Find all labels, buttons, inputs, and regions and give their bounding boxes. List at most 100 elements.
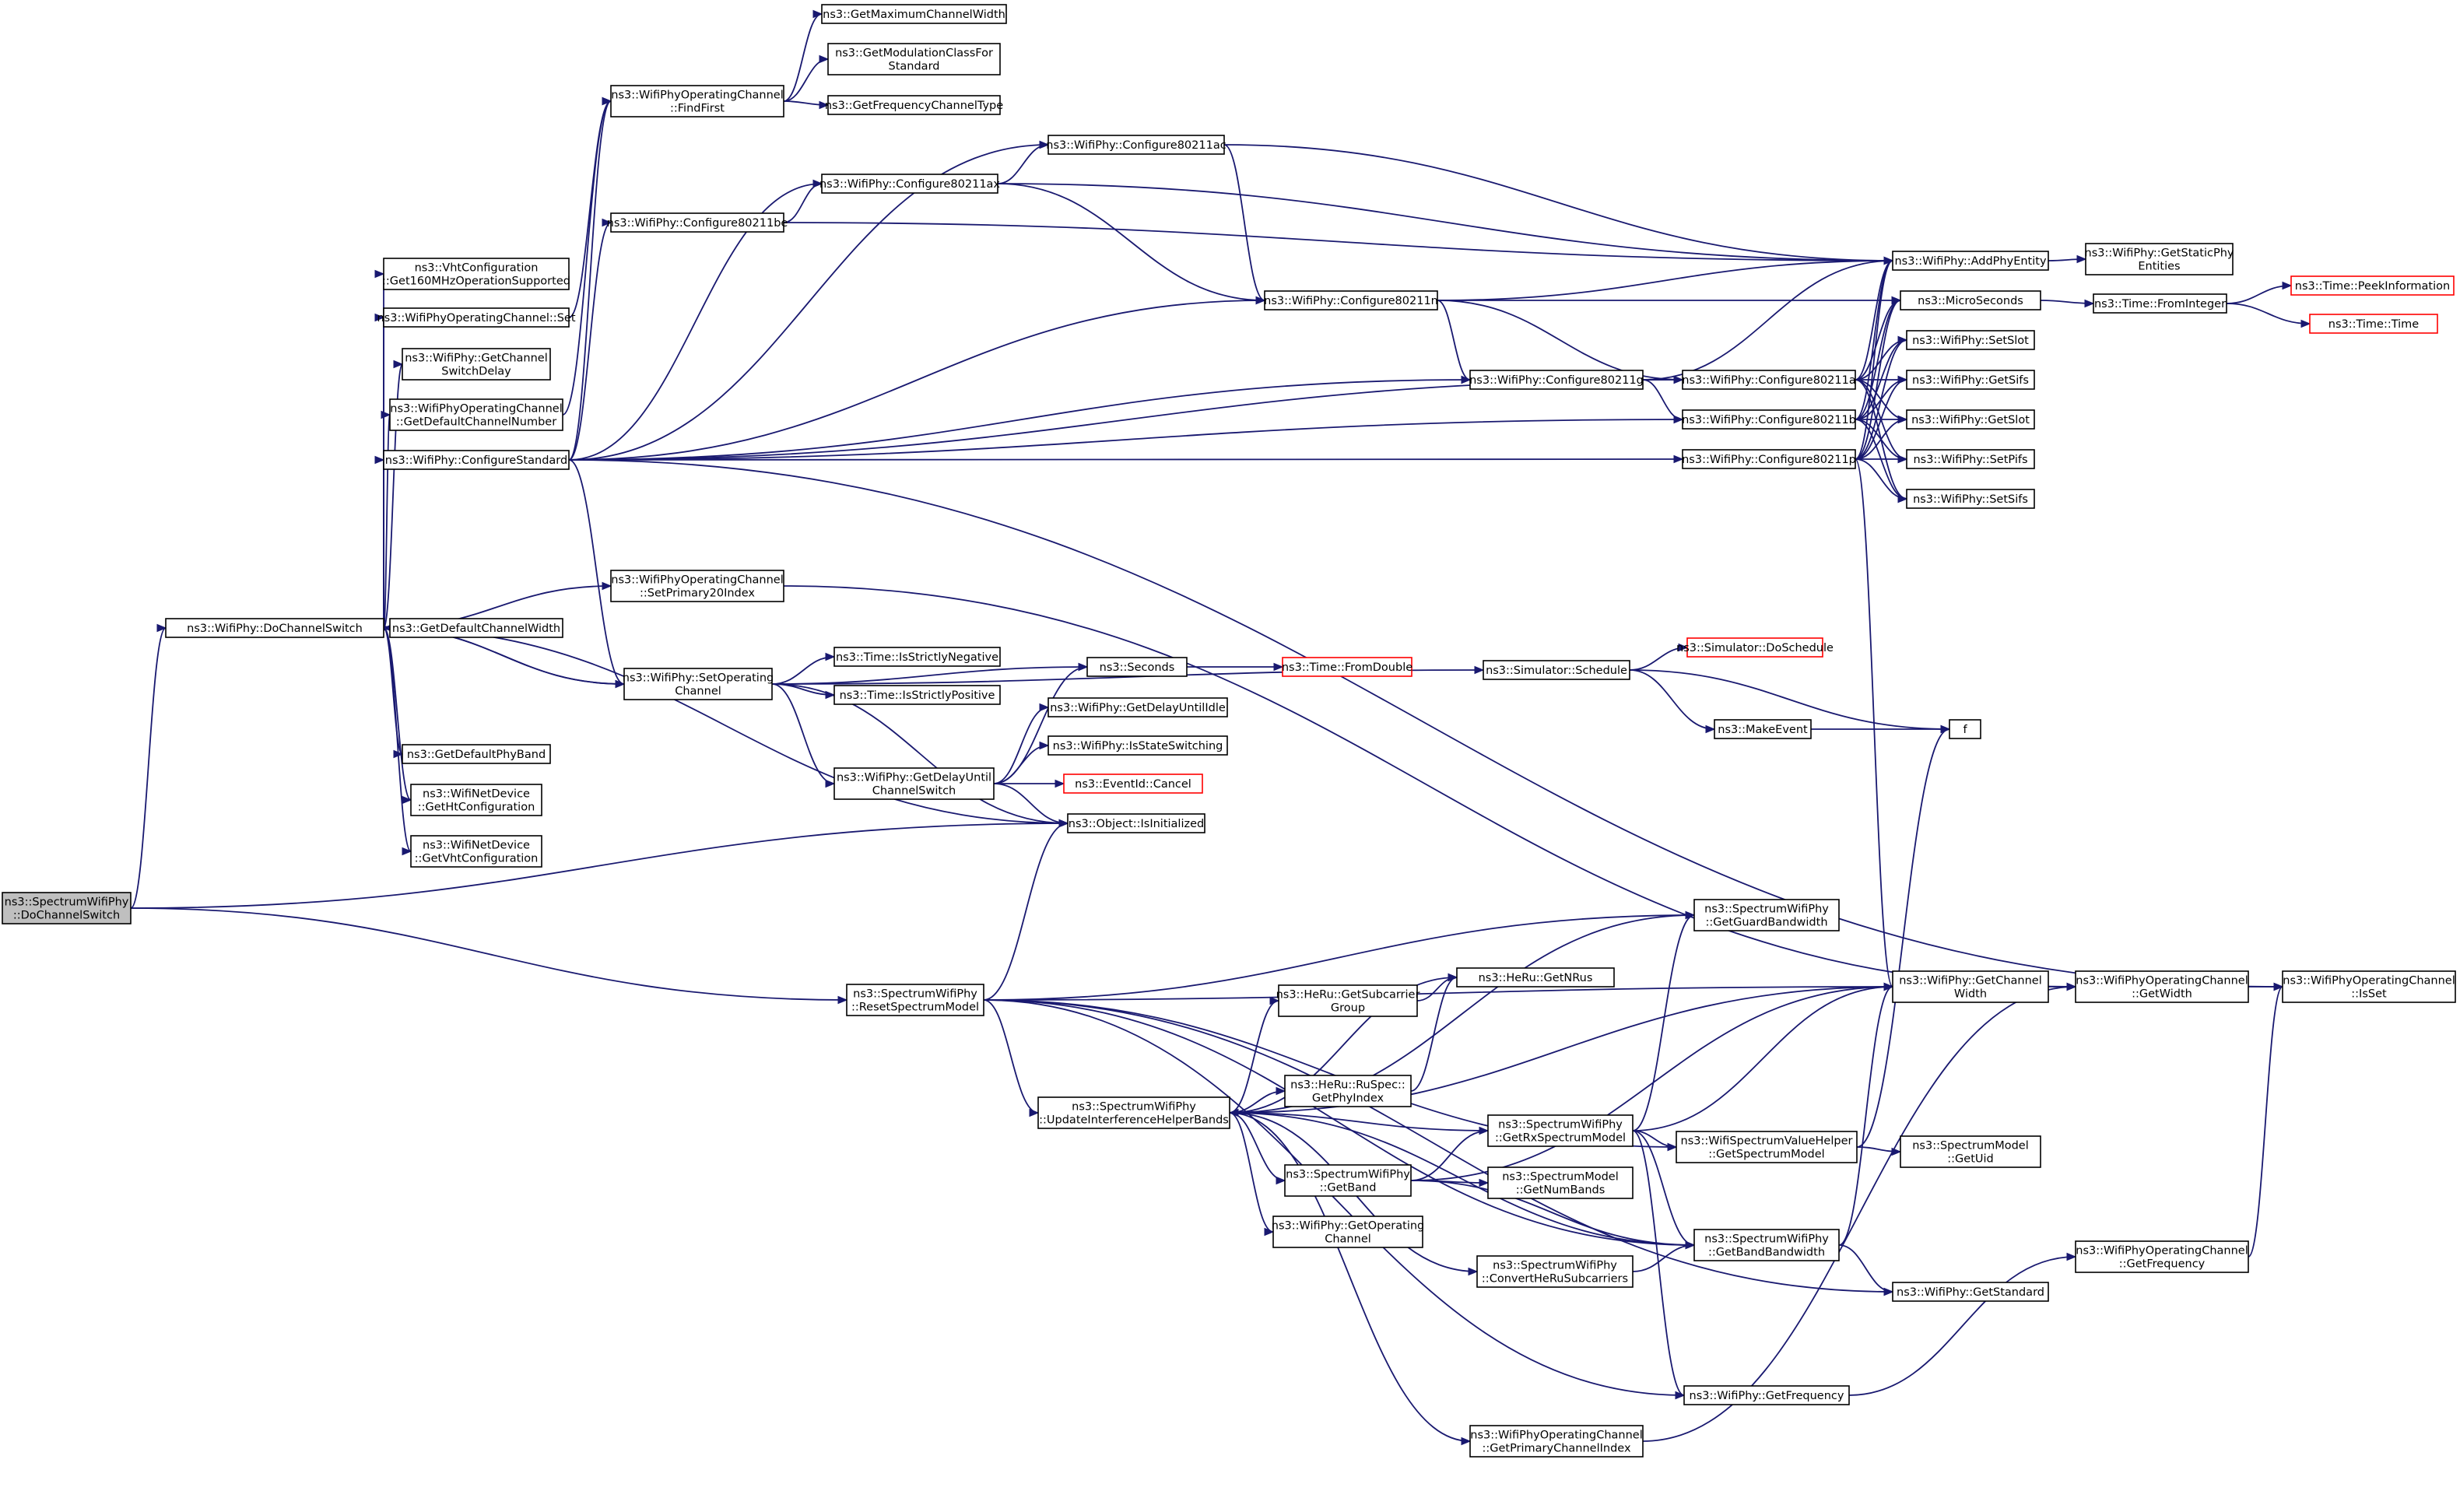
node-iss[interactable]: ns3::WifiPhy::IsStateSwitching xyxy=(1048,735,1228,756)
node-dcs[interactable]: ns3::WifiPhy::DoChannelSwitch xyxy=(165,618,384,638)
edge-tfi-to-tt xyxy=(2226,303,2311,328)
node-gmcw[interactable]: ns3::GetMaximumChannelWidth xyxy=(821,4,1007,24)
node-tfi[interactable]: ns3::Time::FromInteger xyxy=(2093,293,2227,314)
node-gband[interactable]: ns3::SpectrumWifiPhy::GetBand xyxy=(1284,1164,1412,1197)
node-label: ns3::WifiPhyOperatingChannel xyxy=(2076,974,2248,987)
edge-line xyxy=(1629,669,1715,730)
edge-line xyxy=(1838,1244,1893,1293)
node-sslot[interactable]: ns3::WifiPhy::SetSlot xyxy=(1906,330,2035,350)
node-evc[interactable]: ns3::EventId::Cancel xyxy=(1063,774,1203,794)
edge-arrowhead xyxy=(1897,494,1908,503)
node-tfd[interactable]: ns3::Time::FromDouble xyxy=(1282,657,1412,677)
node-gpci[interactable]: ns3::WifiPhyOperatingChannel::GetPrimary… xyxy=(1469,1425,1644,1458)
edge-arrowhead xyxy=(2273,982,2284,991)
node-tpi[interactable]: ns3::Time::PeekInformation xyxy=(2290,275,2455,296)
node-spifs[interactable]: ns3::WifiPhy::SetPifs xyxy=(1906,449,2035,469)
node-c80be[interactable]: ns3::WifiPhy::Configure80211be xyxy=(607,212,788,233)
edge-arrowhead xyxy=(1448,973,1458,982)
node-dosched[interactable]: ns3::Simulator::DoSchedule xyxy=(1676,637,1834,658)
edge-dcs-to-ghtc xyxy=(383,627,412,805)
node-mkev[interactable]: ns3::MakeEvent xyxy=(1714,719,1812,739)
edge-arrowhead xyxy=(837,995,848,1005)
node-ocgf[interactable]: ns3::WifiPhyOperatingChannel::GetFrequen… xyxy=(2075,1240,2249,1273)
node-cstd[interactable]: ns3::WifiPhy::ConfigureStandard xyxy=(383,450,570,470)
edge-line xyxy=(783,183,823,223)
edge-gducs-to-evc xyxy=(994,779,1065,788)
node-c80b[interactable]: ns3::WifiPhy::Configure80211b xyxy=(1682,409,1856,430)
node-ocis[interactable]: ns3::WifiPhyOperatingChannel::IsSet xyxy=(2282,970,2456,1003)
edge-line xyxy=(1642,379,1683,420)
node-gdcw[interactable]: ns3::GetDefaultChannelWidth xyxy=(389,618,563,638)
node-chrs[interactable]: ns3::SpectrumWifiPhy::ConvertHeRuSubcarr… xyxy=(1476,1255,1634,1288)
node-gvhtc[interactable]: ns3::WifiNetDevice::GetVhtConfiguration xyxy=(410,835,542,868)
node-root[interactable]: ns3::SpectrumWifiPhy::DoChannelSwitch xyxy=(2,892,132,924)
node-label: ns3::WifiSpectrumValueHelper xyxy=(1681,1135,1853,1147)
node-ape[interactable]: ns3::WifiPhy::AddPhyEntity xyxy=(1892,251,2049,271)
node-box xyxy=(2085,243,2234,275)
node-ffirst[interactable]: ns3::WifiPhyOperatingChannel::FindFirst xyxy=(610,85,784,118)
node-uihb[interactable]: ns3::SpectrumWifiPhy::UpdateInterference… xyxy=(1037,1096,1230,1129)
node-label: ns3::WifiPhy::SetOperating xyxy=(623,672,774,684)
node-label: ns3::WifiPhyOperatingChannel::Set xyxy=(377,312,575,325)
node-rspi[interactable]: ns3::HeRu::RuSpec::GetPhyIndex xyxy=(1284,1075,1412,1107)
node-label: ns3::Time::FromDouble xyxy=(1282,661,1412,674)
edge-arrowhead xyxy=(1029,1108,1040,1117)
node-vht160[interactable]: ns3::VhtConfiguration::Get160MHzOperatio… xyxy=(382,258,570,290)
node-c80a[interactable]: ns3::WifiPhy::Configure80211a xyxy=(1682,370,1856,390)
node-isinit[interactable]: ns3::Object::IsInitialized xyxy=(1067,813,1205,833)
node-c80g[interactable]: ns3::WifiPhy::Configure80211g xyxy=(1469,370,1644,390)
node-gnb[interactable]: ns3::SpectrumModel::GetNumBands xyxy=(1487,1166,1634,1199)
node-c80ax[interactable]: ns3::WifiPhy::Configure80211ax xyxy=(819,174,1000,194)
node-c80n[interactable]: ns3::WifiPhy::Configure80211n xyxy=(1264,290,1438,310)
node-f[interactable]: f xyxy=(1949,719,1981,739)
node-gslot[interactable]: ns3::WifiPhy::GetSlot xyxy=(1906,409,2035,430)
node-box xyxy=(1284,1075,1412,1107)
node-label: ::SetPrimary20Index xyxy=(640,587,755,599)
node-tisp[interactable]: ns3::Time::IsStrictlyPositive xyxy=(833,685,1001,705)
edge-line xyxy=(1629,669,1950,730)
node-tt[interactable]: ns3::Time::Time xyxy=(2309,314,2438,334)
node-label: ns3::VhtConfiguration xyxy=(415,261,539,274)
node-box xyxy=(1469,370,1644,390)
node-ssifs[interactable]: ns3::WifiPhy::SetSifs xyxy=(1906,489,2035,509)
node-gstd[interactable]: ns3::WifiPhy::GetStandard xyxy=(1892,1282,2049,1302)
node-label: ns3::WifiPhy::SetPifs xyxy=(1913,454,2027,466)
node-ocgw[interactable]: ns3::WifiPhyOperatingChannel::GetWidth xyxy=(2075,970,2249,1003)
node-secs[interactable]: ns3::Seconds xyxy=(1086,657,1188,677)
node-gnrus[interactable]: ns3::HeRu::GetNRus xyxy=(1456,967,1615,988)
node-gfct[interactable]: ns3::GetFrequencyChannelType xyxy=(825,95,1003,115)
edge-arrowhead xyxy=(1685,1240,1696,1250)
node-sp20[interactable]: ns3::WifiPhyOperatingChannel::SetPrimary… xyxy=(610,570,784,602)
node-gdcn[interactable]: ns3::WifiPhyOperatingChannel::GetDefault… xyxy=(389,398,563,431)
node-ms[interactable]: ns3::MicroSeconds xyxy=(1900,290,2041,310)
node-ggb[interactable]: ns3::SpectrumWifiPhy::GetGuardBandwidth xyxy=(1693,899,1840,931)
edge-line xyxy=(1229,1112,1471,1442)
node-ocset[interactable]: ns3::WifiPhyOperatingChannel::Set xyxy=(377,307,576,328)
node-gdui[interactable]: ns3::WifiPhy::GetDelayUntilIdle xyxy=(1048,697,1228,717)
edge-c80ax-to-c80ac xyxy=(997,140,1050,184)
node-ghtc[interactable]: ns3::WifiNetDevice::GetHtConfiguration xyxy=(410,784,542,816)
node-gbbw[interactable]: ns3::SpectrumWifiPhy::GetBandBandwidth xyxy=(1693,1229,1840,1261)
node-c80p[interactable]: ns3::WifiPhy::Configure80211p xyxy=(1682,449,1856,469)
node-rsm[interactable]: ns3::SpectrumWifiPhy::ResetSpectrumModel xyxy=(846,984,984,1016)
node-gsifs[interactable]: ns3::WifiPhy::GetSifs xyxy=(1906,370,2035,390)
node-gdpb[interactable]: ns3::GetDefaultPhyBand xyxy=(402,744,551,764)
node-tisn[interactable]: ns3::Time::IsStrictlyNegative xyxy=(833,647,1001,667)
node-c80ac[interactable]: ns3::WifiPhy::Configure80211ac xyxy=(1046,135,1226,155)
edge-c80be-to-c80ax xyxy=(783,179,823,223)
node-wsvh[interactable]: ns3::WifiSpectrumValueHelper::GetSpectru… xyxy=(1676,1131,1858,1163)
node-grsm[interactable]: ns3::SpectrumWifiPhy::GetRxSpectrumModel xyxy=(1487,1114,1634,1147)
node-gfreq[interactable]: ns3::WifiPhy::GetFrequency xyxy=(1683,1385,1850,1405)
node-box xyxy=(846,984,984,1016)
node-smuid[interactable]: ns3::SpectrumModel::GetUid xyxy=(1900,1135,2041,1168)
edge-c80p-to-ms xyxy=(1855,296,1902,460)
node-sched[interactable]: ns3::Simulator::Schedule xyxy=(1483,660,1630,680)
